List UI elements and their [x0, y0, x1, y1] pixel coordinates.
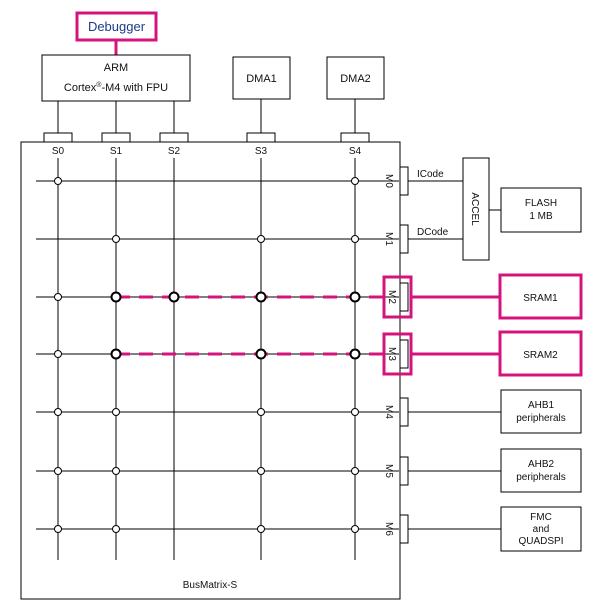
- port-s0-label: S0: [52, 146, 65, 157]
- port-m1-label: M1: [383, 232, 394, 246]
- port-s4-label: S4: [349, 146, 362, 157]
- code-bus-lines: [408, 180, 501, 530]
- port-m0-label: M0: [383, 174, 394, 188]
- dma1-label: DMA1: [246, 73, 277, 85]
- flash-box: [500, 187, 582, 233]
- sram1-box: [498, 273, 583, 320]
- dma2-box: [326, 56, 385, 100]
- fmc-quadspi-label: QUADSPI: [518, 536, 563, 547]
- flash-size-label: 1 MB: [529, 211, 553, 222]
- accel-box: [462, 157, 490, 261]
- icode-label: ICode: [417, 169, 444, 180]
- arm-cortex-box: [41, 54, 191, 102]
- port-m3-label: M3: [386, 347, 397, 361]
- arm-core-label: Cortex®-M4 with FPU: [64, 81, 168, 94]
- fmc-and-label: and: [533, 524, 550, 535]
- fmc-box: [500, 506, 582, 552]
- port-s1-label: S1: [110, 146, 123, 157]
- sram2-label: SRAM2: [523, 350, 558, 361]
- port-s3-label: S3: [255, 146, 268, 157]
- flash-label: FLASH: [525, 198, 557, 209]
- port-m6-label: M6: [383, 522, 394, 536]
- bus-matrix-box: [20, 141, 401, 600]
- fmc-label: FMC: [530, 512, 552, 523]
- dma2-label: DMA2: [340, 73, 371, 85]
- master-stems: [57, 99, 356, 133]
- ahb2-label: AHB2: [528, 459, 555, 470]
- port-m2-label: M2: [386, 290, 397, 304]
- ahb1-label: AHB1: [528, 400, 555, 411]
- sram1-label: SRAM1: [523, 293, 558, 304]
- port-s2-label: S2: [168, 146, 181, 157]
- ahb2-sub-label: peripherals: [516, 472, 565, 483]
- highlight-paths: [116, 295, 500, 356]
- matrix-nodes: [54, 177, 361, 533]
- accel-label: ACCEL: [469, 192, 480, 226]
- m2-highlight-box: [382, 275, 413, 319]
- arm-label: ARM: [104, 62, 128, 74]
- master-port-tabs: [399, 166, 409, 544]
- dcode-label: DCode: [417, 227, 449, 238]
- ahb1-box: [500, 389, 582, 434]
- ahb1-sub-label: peripherals: [516, 413, 565, 424]
- port-m4-label: M4: [383, 405, 394, 419]
- matrix-horizontal-lines: [36, 180, 399, 530]
- port-m5-label: M5: [383, 464, 394, 478]
- sram2-box: [498, 330, 583, 377]
- debugger-label: Debugger: [88, 19, 146, 34]
- bus-matrix-label: BusMatrix-S: [183, 580, 238, 591]
- slave-port-tabs: [43, 132, 370, 143]
- m3-highlight-box: [382, 332, 413, 376]
- ahb2-box: [500, 448, 582, 493]
